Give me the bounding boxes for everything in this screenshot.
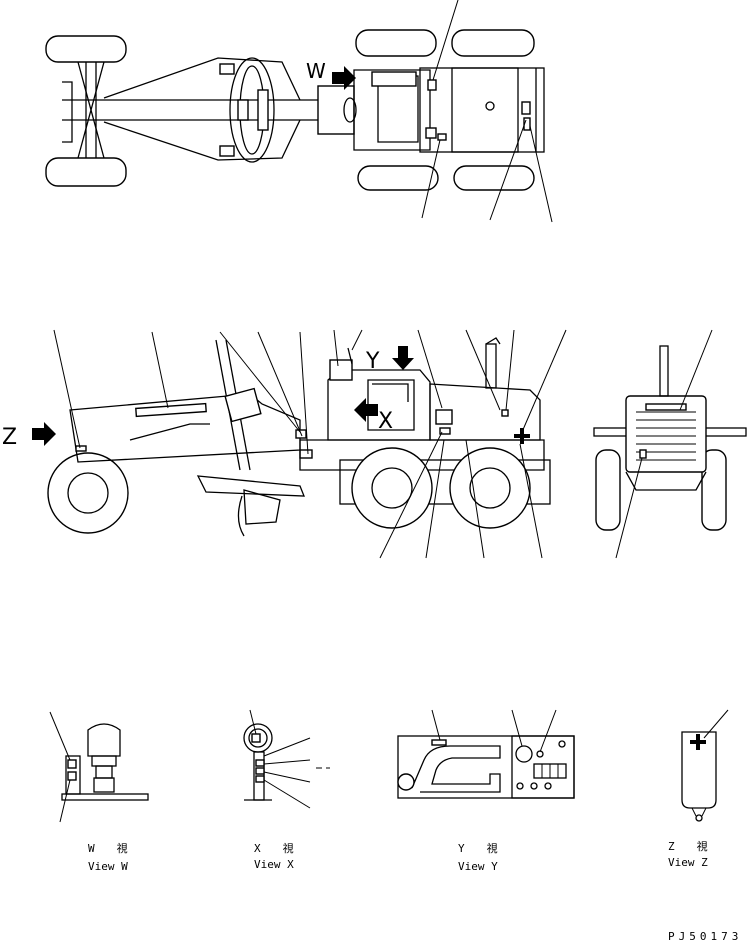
view-z-detail	[681, 709, 729, 822]
view-y-caption-jp: Y 視	[458, 841, 498, 855]
top-view-machine	[45, 0, 553, 223]
view-w-caption-en: View W	[88, 860, 128, 873]
view-y-arrow: Y	[365, 346, 414, 374]
view-y-detail	[397, 709, 575, 799]
rear-view-machine	[593, 329, 747, 559]
drawing-code: PJ50173	[668, 930, 742, 943]
view-x-arrow-label: X	[378, 409, 393, 434]
view-z-arrow-label: Z	[2, 425, 17, 450]
view-w-arrow-label: W	[306, 59, 326, 83]
view-z-caption-en: View Z	[668, 856, 708, 869]
side-view-machine	[47, 329, 567, 559]
view-w-caption-jp: W 視	[88, 841, 128, 855]
view-y-arrow-label: Y	[365, 349, 380, 374]
view-x-caption-jp: X 視	[254, 841, 294, 855]
view-x-caption-en: View X	[254, 858, 294, 871]
view-x-arrow: X	[354, 398, 393, 434]
view-y-caption-en: View Y	[458, 860, 498, 873]
view-w-detail	[49, 711, 149, 823]
view-x-detail	[243, 709, 330, 809]
view-z-arrow: Z	[2, 422, 56, 450]
view-z-caption-jp: Z 視	[668, 839, 708, 853]
view-w-arrow: W	[306, 59, 356, 90]
